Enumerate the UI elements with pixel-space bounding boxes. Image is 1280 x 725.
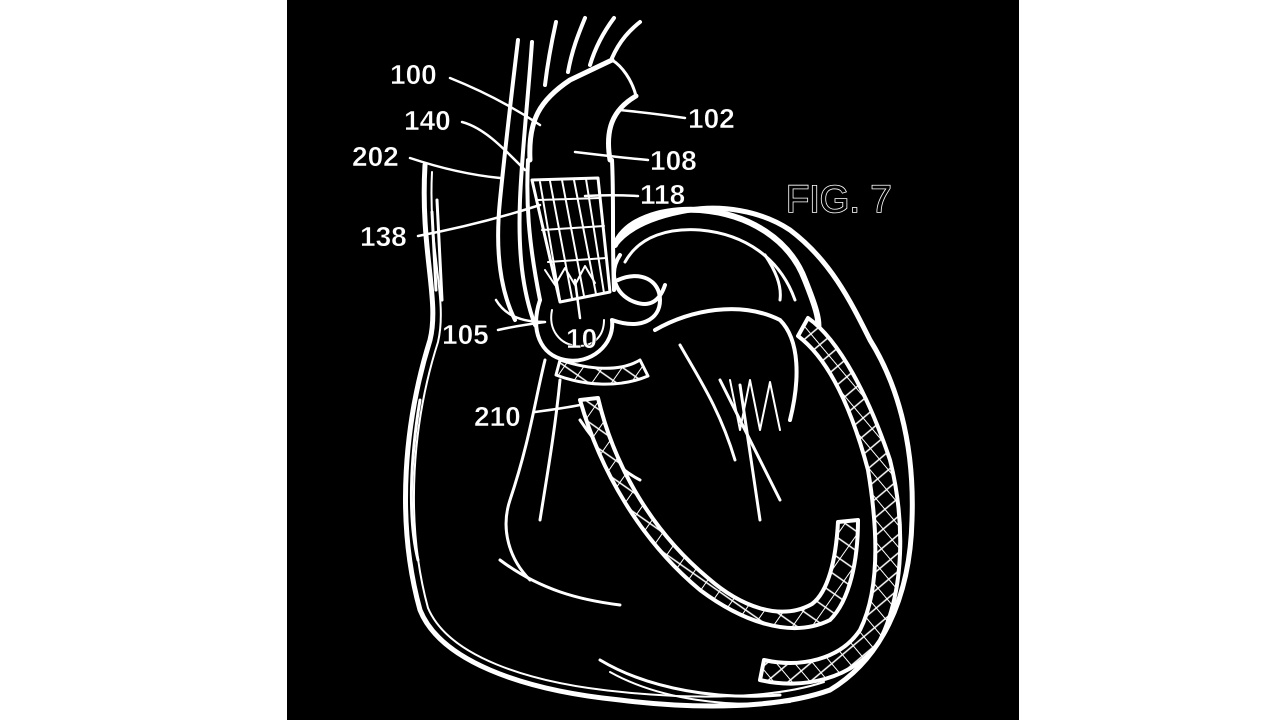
pulmonary-arch-inner: [623, 228, 797, 302]
pulmonary-arch-outer: [612, 206, 822, 333]
leader-102: [618, 108, 687, 120]
label-140: 140: [404, 105, 451, 136]
label-118: 118: [640, 179, 685, 210]
aortic-root: [534, 274, 662, 363]
label-100: 100: [390, 59, 437, 90]
leader-105: [494, 298, 547, 332]
label-210: 210: [474, 401, 521, 432]
label-138: 138: [360, 221, 407, 252]
vena-cava-right-wall: [517, 40, 537, 327]
leader-210: [533, 403, 582, 414]
leader-138: [416, 203, 542, 238]
heart-outline-inner: [412, 171, 825, 698]
pulmonary-trunk: [612, 253, 667, 306]
right-atrium-wall: [409, 398, 422, 562]
heart-diagram: 100 140 202 138 105 10 210 102 108 118 F…: [287, 0, 1019, 720]
aorta-top-cut: [610, 58, 638, 98]
left-ventricle-myocardium: [758, 316, 903, 686]
lv-inner-curve: [763, 253, 782, 302]
aortic-root-inner: [550, 309, 605, 347]
aortic-branch-1: [543, 20, 558, 87]
rv-inner-line-1: [504, 358, 547, 582]
leader-108: [573, 150, 650, 162]
upper-septum-band: [554, 358, 650, 386]
right-atrium-wall-3: [430, 210, 438, 292]
heart-outline: [403, 162, 915, 709]
interventricular-septum: [578, 396, 860, 630]
aortic-branch-2: [566, 16, 587, 74]
aorta-right-wall: [606, 93, 639, 163]
left-ventricle-inner-wall: [653, 307, 799, 422]
aortic-branch-4: [610, 20, 642, 60]
rv-inner-line-3: [498, 558, 622, 607]
patent-figure-panel: 100 140 202 138 105 10 210 102 108 118 F…: [287, 0, 1019, 720]
papillary-muscle-2: [718, 378, 782, 502]
papillary-muscle-3: [738, 383, 762, 522]
panel-background: [287, 0, 1019, 720]
label-105: 105: [442, 319, 489, 350]
aortic-branch-3: [588, 16, 616, 67]
leader-100: [448, 76, 542, 127]
label-10: 10: [566, 323, 597, 354]
rv-inner-line-2: [538, 378, 562, 522]
aorta-mid-left: [525, 158, 542, 302]
leader-140: [460, 120, 527, 172]
reference-numerals: 100 140 202 138 105 10 210 102 108 118: [352, 59, 735, 433]
apex-arc-1: [598, 658, 782, 698]
right-atrium-wall-2: [435, 198, 444, 302]
leader-202: [408, 156, 502, 180]
papillary-muscle-1: [678, 343, 737, 462]
vena-cava-left-wall: [496, 38, 520, 322]
leader-10: [573, 278, 582, 320]
figure-title: FIG. 7: [786, 179, 892, 221]
chordae: [729, 379, 781, 431]
aorta-left-wall: [527, 57, 615, 163]
apex-arc-2: [609, 671, 791, 705]
stent-struts: [537, 178, 607, 301]
stent-zigzag: [544, 265, 596, 286]
leader-118: [583, 194, 640, 198]
label-102: 102: [688, 103, 735, 134]
label-202: 202: [352, 141, 399, 172]
label-108: 108: [650, 145, 697, 176]
